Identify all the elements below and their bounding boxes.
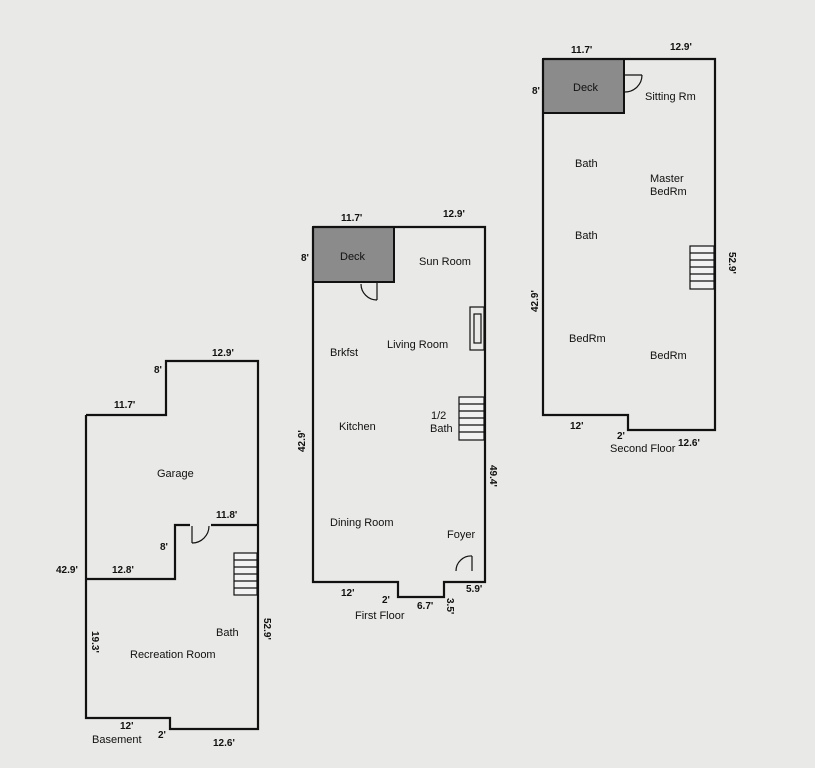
room-label-bath: Bath xyxy=(216,627,239,639)
fireplace-icon xyxy=(469,306,485,351)
dimension-label: 12' xyxy=(570,421,584,432)
dimension-label: 12.9' xyxy=(212,348,234,359)
dimension-label: 52.9' xyxy=(726,252,737,274)
dimension-label: 12.9' xyxy=(443,209,465,220)
basement-plan: Garage Recreation Room Bath 12.9' 8' 11.… xyxy=(56,348,272,749)
dimension-label: 11.7' xyxy=(341,213,362,224)
dimension-label: 8' xyxy=(154,365,162,376)
room-label-master-bedrm: BedRm xyxy=(650,186,687,198)
dimension-label: 52.9' xyxy=(261,618,272,640)
dimension-label: 3.5' xyxy=(444,598,455,614)
room-label-bedrm: BedRm xyxy=(569,333,606,345)
floor-title-first-floor: First Floor xyxy=(355,610,405,622)
room-label-deck: Deck xyxy=(573,82,599,94)
dimension-label: 2' xyxy=(382,595,390,606)
stairs-icon xyxy=(689,245,715,290)
room-label-bath: Bath xyxy=(575,158,598,170)
dimension-label: 12.6' xyxy=(213,738,235,749)
dimension-label: 19.3' xyxy=(89,631,100,653)
floor-title-second-floor: Second Floor xyxy=(610,443,676,455)
dimension-label: 8' xyxy=(532,86,540,97)
door-icon xyxy=(360,283,378,301)
deck-area xyxy=(542,58,625,114)
dimension-label: 12' xyxy=(341,588,355,599)
room-label-kitchen: Kitchen xyxy=(339,421,376,433)
room-label-brkfst: Brkfst xyxy=(330,347,358,359)
second-floor-outline xyxy=(541,57,717,432)
room-label-deck: Deck xyxy=(340,251,366,263)
first-floor-plan: Deck Sun Room Living Room Brkfst Kitchen… xyxy=(297,209,498,622)
garage-divider-wall xyxy=(86,523,190,581)
room-label-sun-room: Sun Room xyxy=(419,256,471,268)
dimension-label: 42.9' xyxy=(297,430,308,452)
first-floor-outline xyxy=(311,225,487,599)
room-label-half-bath: Bath xyxy=(430,423,453,435)
dimension-label: 12' xyxy=(120,721,134,732)
dimension-label: 11.8' xyxy=(216,510,237,521)
dimension-label: 6.7' xyxy=(417,601,433,612)
stairs-icon xyxy=(233,552,258,596)
stairs-icon xyxy=(458,396,485,441)
floor-title-basement: Basement xyxy=(92,734,142,746)
dimension-label: 5.9' xyxy=(466,584,482,595)
dimension-label: 42.9' xyxy=(530,290,541,312)
room-label-recreation-room: Recreation Room xyxy=(130,649,216,661)
dimension-label: 42.9' xyxy=(56,565,78,576)
door-icon xyxy=(455,555,473,572)
dimension-label: 11.7' xyxy=(571,45,592,56)
dimension-label: 2' xyxy=(158,730,166,741)
room-label-garage: Garage xyxy=(157,468,194,480)
dimension-label: 12.8' xyxy=(112,565,134,576)
dimension-label: 49.4' xyxy=(487,465,498,487)
room-label-master: Master xyxy=(650,173,684,185)
dimension-label: 2' xyxy=(617,431,625,442)
room-label-half: 1/2 xyxy=(431,410,446,422)
dimension-label: 8' xyxy=(301,253,309,264)
room-label-dining-room: Dining Room xyxy=(330,517,394,529)
dimension-label: 11.7' xyxy=(114,400,135,411)
basement-outline xyxy=(84,359,260,731)
dimension-label: 8' xyxy=(160,542,168,553)
room-label-foyer: Foyer xyxy=(447,529,475,541)
door-icon xyxy=(624,74,643,93)
room-label-sitting-rm: Sitting Rm xyxy=(645,91,696,103)
room-label-bedrm: BedRm xyxy=(650,350,687,362)
dimension-label: 12.9' xyxy=(670,42,692,53)
door-icon xyxy=(191,525,210,544)
room-label-bath: Bath xyxy=(575,230,598,242)
dimension-label: 12.6' xyxy=(678,438,700,449)
second-floor-plan: Deck Sitting Rm Bath Master BedRm Bath B… xyxy=(530,42,737,455)
room-label-living-room: Living Room xyxy=(387,339,448,351)
